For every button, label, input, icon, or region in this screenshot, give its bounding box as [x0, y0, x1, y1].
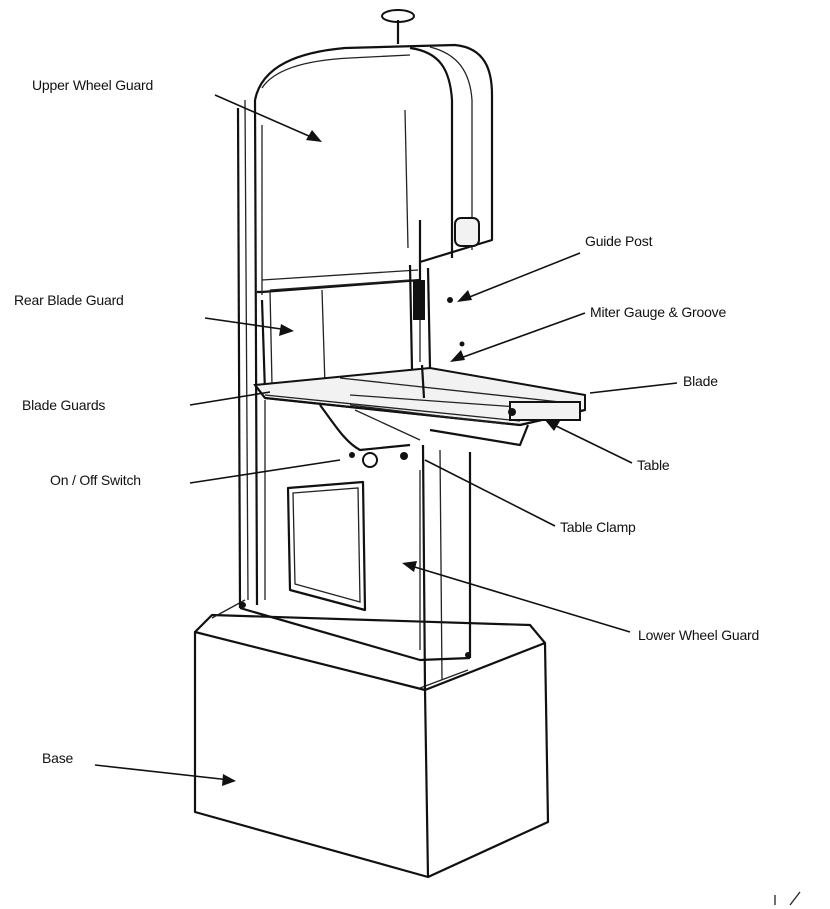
- part-labels: Upper Wheel Guard Guide Post Rear Blade …: [14, 77, 759, 766]
- corner-marks: [774, 891, 801, 906]
- label-table: Table: [637, 457, 670, 473]
- label-table-clamp: Table Clamp: [560, 519, 636, 535]
- table-assembly: [253, 366, 586, 468]
- label-base: Base: [42, 750, 74, 766]
- label-blade: Blade: [683, 373, 718, 389]
- label-miter-gauge-groove: Miter Gauge & Groove: [590, 304, 726, 320]
- band-saw-illustration: [193, 9, 586, 879]
- saw-frame: [236, 99, 472, 691]
- label-upper-wheel-guard: Upper Wheel Guard: [32, 77, 153, 93]
- throat-area: [260, 279, 411, 393]
- label-rear-blade-guard: Rear Blade Guard: [14, 292, 124, 308]
- label-on-off-switch: On / Off Switch: [50, 472, 141, 488]
- lower-wheel-guard-body: [264, 400, 421, 650]
- leader-lines: [94, 94, 678, 786]
- label-lower-wheel-guard: Lower Wheel Guard: [638, 627, 759, 643]
- label-guide-post: Guide Post: [585, 233, 653, 249]
- base-cabinet: [193, 599, 550, 879]
- guide-post-assembly: [408, 264, 465, 371]
- saw-blade: [420, 364, 426, 399]
- label-blade-guards: Blade Guards: [22, 397, 105, 413]
- upper-wheel-guard-body: [253, 9, 494, 295]
